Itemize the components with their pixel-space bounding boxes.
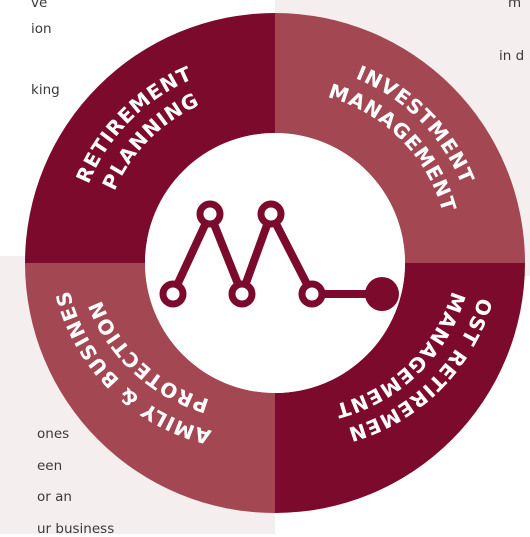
snippet-bottom-left-4: ur business <box>37 521 115 537</box>
center-disc <box>145 133 405 393</box>
snippet-top-left-1: ve <box>31 0 48 11</box>
snippet-top-left-2: ion <box>31 21 52 37</box>
segment-retirement-planning[interactable] <box>25 13 275 263</box>
segment-family-business-protection[interactable] <box>25 263 275 513</box>
snippet-top-left-3: king <box>31 82 60 98</box>
segment-investment-management[interactable] <box>275 13 525 263</box>
segment-post-retirement-management[interactable] <box>275 263 525 513</box>
snippet-bottom-left-2: een <box>37 458 63 474</box>
snippet-bottom-left-3: or an <box>37 489 72 505</box>
snippet-top-right-1: m <box>508 0 522 11</box>
m-logo-icon <box>159 200 399 311</box>
snippet-top-right-2: in d <box>499 48 525 64</box>
snippet-bottom-left-1: ones <box>37 426 70 442</box>
